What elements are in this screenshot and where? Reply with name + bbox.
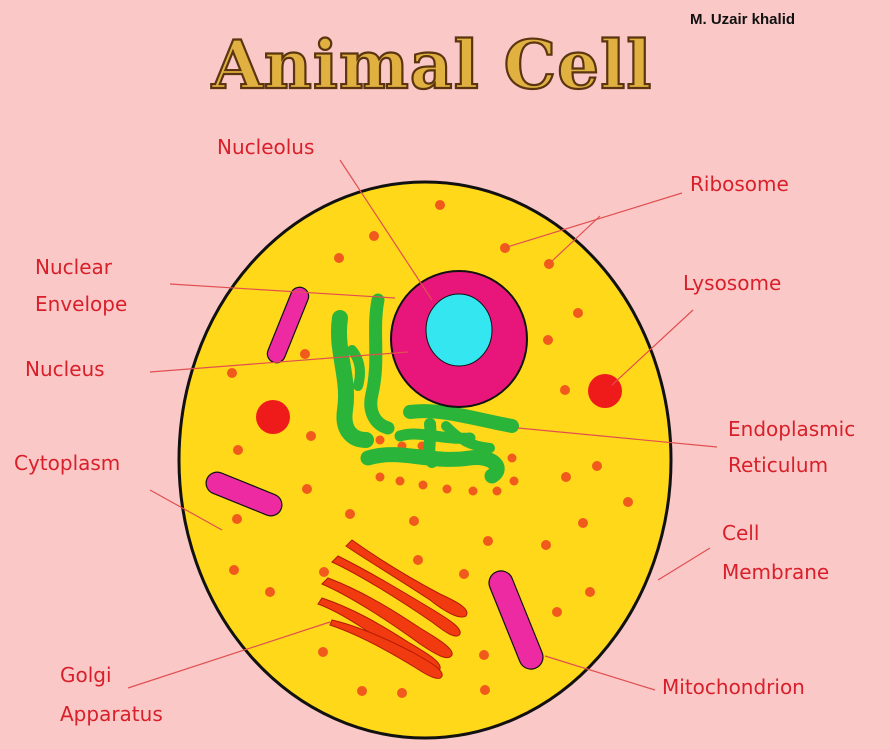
ribosome-dot — [483, 536, 493, 546]
ribosome-dot — [623, 497, 633, 507]
ribosome-dot — [233, 445, 243, 455]
er-ribosome-dot — [469, 487, 478, 496]
ribosome-dot — [318, 647, 328, 657]
ribosome-dot — [541, 540, 551, 550]
ribosome-dot — [560, 385, 570, 395]
ribosome-dot — [573, 308, 583, 318]
lysosome — [256, 400, 290, 434]
ribosome-dot — [409, 516, 419, 526]
leader-membrane — [658, 548, 710, 580]
ribosome-dot — [479, 650, 489, 660]
er-ribosome-dot — [493, 487, 502, 496]
er-ribosome-dot — [510, 477, 519, 486]
label-ribosome: Ribosome — [690, 172, 789, 196]
ribosome-dot — [334, 253, 344, 263]
ribosome-dot — [500, 243, 510, 253]
ribosome-dot — [585, 587, 595, 597]
ribosome-dot — [578, 518, 588, 528]
diagram-title: Animal Cell — [211, 26, 653, 104]
er-ribosome-dot — [443, 485, 452, 494]
ribosome-dot — [345, 509, 355, 519]
ribosome-dot — [592, 461, 602, 471]
ribosome-dot — [397, 688, 407, 698]
label-membrane-line2: Membrane — [722, 560, 829, 584]
label-lysosome: Lysosome — [683, 271, 781, 295]
nucleolus — [426, 294, 492, 366]
ribosome-dot — [300, 349, 310, 359]
label-nuclear-line1: Nuclear — [35, 255, 113, 279]
ribosome-dot — [227, 368, 237, 378]
ribosome-dot — [357, 686, 367, 696]
ribosome-dot — [480, 685, 490, 695]
er-ribosome-dot — [396, 477, 405, 486]
author-credit: M. Uzair khalid — [690, 11, 795, 28]
ribosome-dot — [552, 607, 562, 617]
er-ribosome-dot — [376, 436, 385, 445]
label-er-line1: Endoplasmic — [728, 417, 855, 441]
lysosome — [588, 374, 622, 408]
er-ribosome-dot — [419, 481, 428, 490]
ribosome-dot — [561, 472, 571, 482]
ribosome-dot — [229, 565, 239, 575]
label-golgi-line1: Golgi — [60, 663, 112, 687]
label-cytoplasm: Cytoplasm — [14, 451, 120, 475]
label-nuclear-line2: Envelope — [35, 292, 127, 316]
label-er-line2: Reticulum — [728, 453, 828, 477]
ribosome-dot — [302, 484, 312, 494]
ribosome-dot — [435, 200, 445, 210]
label-nucleus: Nucleus — [25, 357, 105, 381]
er-ribosome-dot — [508, 454, 517, 463]
ribosome-dot — [459, 569, 469, 579]
ribosome-dot — [232, 514, 242, 524]
ribosome-dot — [413, 555, 423, 565]
ribosome-dot — [369, 231, 379, 241]
label-mitochondrion: Mitochondrion — [662, 675, 805, 699]
label-golgi-line2: Apparatus — [60, 702, 163, 726]
label-membrane-line1: Cell — [722, 521, 759, 545]
ribosome-dot — [319, 567, 329, 577]
er-ribosome-dot — [376, 473, 385, 482]
ribosome-dot — [265, 587, 275, 597]
label-nucleolus: Nucleolus — [217, 135, 314, 159]
ribosome-dot — [306, 431, 316, 441]
ribosome-dot — [543, 335, 553, 345]
